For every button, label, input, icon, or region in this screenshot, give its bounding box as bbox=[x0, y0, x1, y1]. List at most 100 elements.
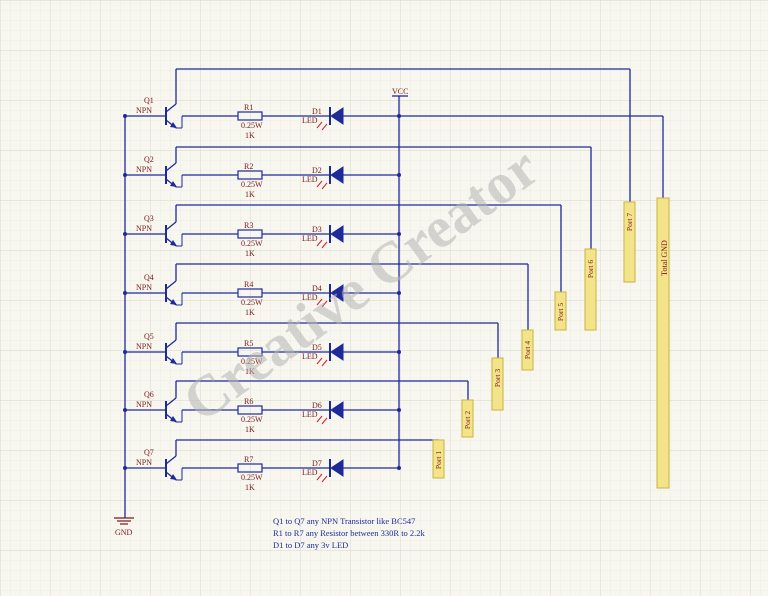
total-gnd-port: Total GND bbox=[656, 197, 670, 489]
gnd-symbol: GND bbox=[114, 517, 134, 537]
transistor-type: NPN bbox=[136, 224, 152, 233]
resistor-value: 1K bbox=[245, 425, 255, 434]
port-label: Port 4 bbox=[523, 341, 532, 359]
gnd-junction bbox=[123, 114, 127, 118]
transistor-emitter-arrow bbox=[170, 181, 177, 187]
vcc-symbol: VCC bbox=[392, 87, 408, 97]
port-box: Port 1 bbox=[432, 439, 445, 479]
port-label: Port 2 bbox=[463, 411, 472, 429]
port-label: Port 6 bbox=[586, 260, 595, 278]
port-rect bbox=[461, 399, 474, 438]
notes: Q1 to Q7 any NPN Transistor like BC547 R… bbox=[273, 516, 426, 550]
port-box: Port 5 bbox=[554, 291, 567, 331]
vcc-label: VCC bbox=[392, 87, 408, 96]
resistor-value: 1K bbox=[245, 249, 255, 258]
transistor-collector-leg bbox=[165, 103, 177, 113]
resistor-value: 1K bbox=[245, 190, 255, 199]
note-3: D1 to D7 any 3v LED bbox=[273, 540, 348, 550]
port-label: Port 5 bbox=[556, 303, 565, 321]
transistor-ref: Q7 bbox=[144, 448, 154, 457]
led-ref: D2 bbox=[312, 166, 322, 175]
led-light-arrows bbox=[316, 415, 328, 425]
transistor-type: NPN bbox=[136, 283, 152, 292]
transistor-type: NPN bbox=[136, 400, 152, 409]
transistor-collector-leg bbox=[165, 221, 177, 231]
gnd-junction bbox=[123, 173, 127, 177]
gnd-junction bbox=[123, 408, 127, 412]
port-rect bbox=[521, 329, 534, 371]
transistor-ref: Q5 bbox=[144, 332, 154, 341]
note-1: Q1 to Q7 any NPN Transistor like BC547 bbox=[273, 516, 415, 526]
transistor-type: NPN bbox=[136, 106, 152, 115]
port-rect bbox=[623, 201, 636, 283]
transistor-emitter-arrow bbox=[170, 474, 177, 480]
resistor-ref: R1 bbox=[244, 103, 253, 112]
resistor-power: 0.25W bbox=[241, 357, 263, 366]
gnd-junction bbox=[123, 350, 127, 354]
gnd-junction bbox=[123, 466, 127, 470]
gnd-junction bbox=[123, 232, 127, 236]
port-box: Port 3 bbox=[491, 357, 504, 411]
transistor-emitter-arrow bbox=[170, 240, 177, 246]
port-group: Port 7 Port 6 Port 5 Port 4 Port 3 Port 2 Port… bbox=[432, 201, 636, 479]
led-ref: D7 bbox=[312, 459, 322, 468]
led-light-arrows bbox=[316, 357, 328, 367]
resistor-ref: R6 bbox=[244, 397, 253, 406]
transistor-collector-leg bbox=[165, 339, 177, 349]
port-box: Port 4 bbox=[521, 329, 534, 371]
transistor-emitter-arrow bbox=[170, 299, 177, 305]
resistor-ref: R4 bbox=[244, 280, 253, 289]
led-label: LED bbox=[302, 468, 318, 477]
port-label: Port 7 bbox=[625, 213, 634, 231]
transistor-collector-leg bbox=[165, 397, 177, 407]
led-ref: D3 bbox=[312, 225, 322, 234]
resistor-ref: R2 bbox=[244, 162, 253, 171]
port-label: Port 3 bbox=[493, 369, 502, 387]
port-rect bbox=[491, 357, 504, 411]
led-label: LED bbox=[302, 410, 318, 419]
led-label: LED bbox=[302, 234, 318, 243]
transistor-ref: Q2 bbox=[144, 155, 154, 164]
led-label: LED bbox=[302, 116, 318, 125]
total-gnd-label: Total GND bbox=[660, 240, 669, 276]
transistor-type: NPN bbox=[136, 165, 152, 174]
port-rect bbox=[584, 248, 597, 331]
resistor-power: 0.25W bbox=[241, 239, 263, 248]
led-light-arrows bbox=[316, 473, 328, 483]
gnd-label: GND bbox=[115, 528, 133, 537]
transistor-type: NPN bbox=[136, 458, 152, 467]
transistor-collector-leg bbox=[165, 455, 177, 465]
transistor-ref: Q1 bbox=[144, 96, 154, 105]
led-label: LED bbox=[302, 293, 318, 302]
transistor-ref: Q6 bbox=[144, 390, 154, 399]
transistor-collector-leg bbox=[165, 162, 177, 172]
transistor-ref: Q3 bbox=[144, 214, 154, 223]
port-box: Port 2 bbox=[461, 399, 474, 438]
transistor-emitter-arrow bbox=[170, 416, 177, 422]
gnd-junction bbox=[123, 291, 127, 295]
resistor-ref: R3 bbox=[244, 221, 253, 230]
led-label: LED bbox=[302, 175, 318, 184]
resistor-ref: R7 bbox=[244, 455, 253, 464]
transistor-emitter-arrow bbox=[170, 358, 177, 364]
resistor-power: 0.25W bbox=[241, 473, 263, 482]
resistor-power: 0.25W bbox=[241, 121, 263, 130]
led-ref: D4 bbox=[312, 284, 322, 293]
led-light-arrows bbox=[316, 239, 328, 249]
transistor-type: NPN bbox=[136, 342, 152, 351]
resistor-value: 1K bbox=[245, 483, 255, 492]
led-ref: D6 bbox=[312, 401, 322, 410]
led-light-arrows bbox=[316, 298, 328, 308]
led-ref: D1 bbox=[312, 107, 322, 116]
transistor-ref: Q4 bbox=[144, 273, 154, 282]
port-box: Port 7 bbox=[623, 201, 636, 283]
